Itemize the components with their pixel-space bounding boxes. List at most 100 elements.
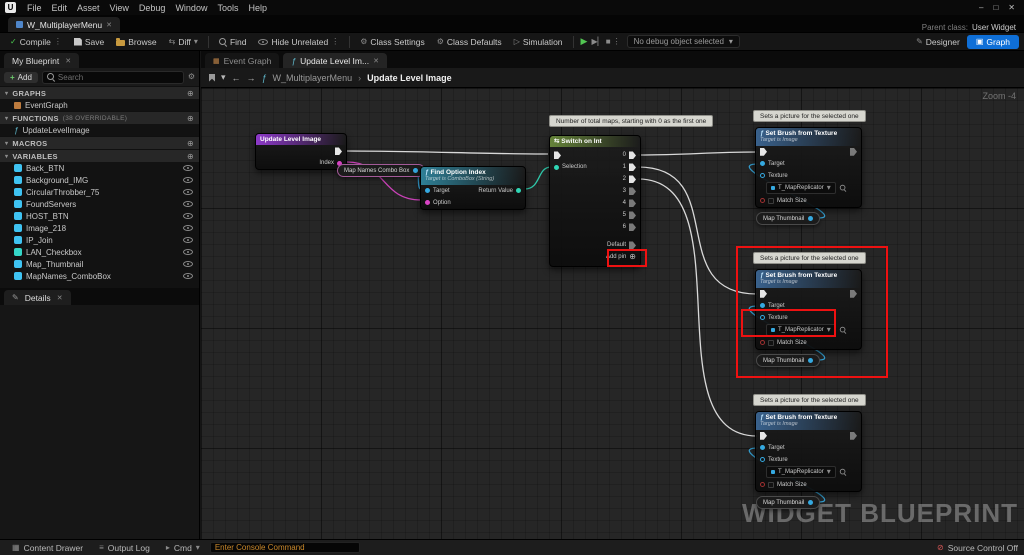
graphs-section-header[interactable]: ▾ GRAPHS ⊕ (0, 86, 199, 99)
visibility-eye-icon[interactable] (183, 177, 193, 183)
maximize-icon[interactable]: □ (993, 3, 998, 12)
graph-canvas[interactable]: Zoom -4 WIDGET BLUEPRINT Update Level Im… (201, 88, 1024, 539)
variable-row[interactable]: FoundServers (0, 198, 199, 210)
visibility-eye-icon[interactable] (183, 225, 193, 231)
texture-pin[interactable] (760, 457, 765, 462)
parent-class-value[interactable]: User Widget (972, 23, 1016, 32)
case-exec-out-pin[interactable] (629, 211, 636, 219)
option-pin[interactable] (425, 200, 430, 205)
hide-unrelated-button[interactable]: Hide Unrelated ⋮ (253, 35, 344, 49)
comment-bubble-setbrush[interactable]: Sets a picture for the selected one (753, 110, 866, 122)
diff-caret-icon[interactable]: ▾ (194, 38, 198, 46)
graph-tab-close-icon[interactable]: ✕ (373, 57, 379, 65)
match-size-checkbox[interactable] (768, 198, 774, 204)
console-command-input[interactable] (210, 542, 360, 553)
variable-row[interactable]: LAN_Checkbox (0, 246, 199, 258)
save-button[interactable]: Save (69, 35, 109, 49)
details-close-icon[interactable]: ✕ (57, 294, 63, 302)
close-icon[interactable]: ✕ (1008, 3, 1015, 12)
target-pin[interactable] (425, 188, 430, 193)
set-brush-from-texture-node-3[interactable]: ƒ Set Brush from Texture Target is Image… (755, 411, 862, 492)
find-button[interactable]: Find (214, 35, 252, 49)
diff-button[interactable]: ⇆ Diff ▾ (164, 35, 203, 49)
case-exec-out-pin[interactable] (629, 223, 636, 231)
exec-in-pin[interactable] (760, 432, 767, 440)
case-exec-out-pin[interactable] (629, 187, 636, 195)
content-drawer-button[interactable]: ▦ Content Drawer (6, 543, 89, 553)
output-log-button[interactable]: ≡ Output Log (93, 543, 156, 553)
sidebar-item-eventgraph[interactable]: EventGraph (0, 99, 199, 111)
variable-row[interactable]: Back_BTN (0, 162, 199, 174)
case-exec-out-pin[interactable] (629, 151, 636, 159)
variable-row[interactable]: Background_IMG (0, 174, 199, 186)
texture-asset-dropdown[interactable]: T_MapReplicator ▾ (766, 182, 836, 194)
collapse-caret-icon[interactable]: ▾ (5, 90, 8, 97)
bookmark-icon[interactable] (209, 74, 215, 82)
cmd-dropdown[interactable]: ▸ Cmd ▾ (160, 543, 206, 553)
details-tab[interactable]: ✎ Details ✕ (4, 290, 71, 305)
switch-case-row[interactable]: 5 (602, 209, 640, 221)
switch-case-row[interactable]: 1 (602, 161, 640, 173)
target-pin[interactable] (760, 445, 765, 450)
switch-on-int-node[interactable]: ⇆ Switch on Int Selection (549, 135, 641, 267)
macros-section-header[interactable]: ▾ MACROS ⊕ (0, 136, 199, 149)
variable-row[interactable]: MapNames_ComboBox (0, 270, 199, 282)
compile-button[interactable]: ✓ Compile ⋮ (5, 35, 67, 49)
variables-section-header[interactable]: ▾ VARIABLES ⊕ (0, 149, 199, 162)
class-settings-button[interactable]: ⚙ Class Settings (355, 35, 430, 49)
tab-update-level-image[interactable]: ƒ Update Level Im... ✕ (283, 53, 387, 68)
menu-item[interactable]: Help (243, 2, 272, 14)
menu-item[interactable]: File (22, 2, 47, 14)
texture-pin[interactable] (760, 173, 765, 178)
texture-asset-dropdown[interactable]: T_MapReplicator ▾ (766, 466, 836, 478)
browse-button[interactable]: Browse (111, 35, 161, 49)
nav-back-icon[interactable]: ← (232, 73, 241, 83)
visibility-eye-icon[interactable] (183, 249, 193, 255)
set-brush-from-texture-node-1[interactable]: ƒ Set Brush from Texture Target is Image… (755, 127, 862, 208)
asset-tab[interactable]: W_MultiplayerMenu ✕ (8, 17, 120, 32)
visibility-eye-icon[interactable] (183, 201, 193, 207)
match-size-pin[interactable] (760, 198, 765, 203)
comment-bubble-setbrush[interactable]: Sets a picture for the selected one (753, 394, 866, 406)
graph-button[interactable]: ▣ Graph (967, 35, 1019, 49)
designer-button[interactable]: ✎ Designer (911, 35, 965, 49)
visibility-eye-icon[interactable] (183, 213, 193, 219)
play-button[interactable]: ▶ (579, 37, 590, 46)
compile-options-icon[interactable]: ⋮ (54, 37, 62, 46)
exec-in-pin[interactable] (554, 151, 561, 159)
nav-forward-icon[interactable]: → (247, 73, 256, 83)
add-function-icon[interactable]: ⊕ (187, 114, 194, 123)
variable-row[interactable]: CircularThrobber_75 (0, 186, 199, 198)
exec-in-pin[interactable] (760, 148, 767, 156)
functions-section-header[interactable]: ▾ FUNCTIONS (38 OVERRIDABLE) ⊕ (0, 111, 199, 124)
tab-close-icon[interactable]: ✕ (106, 21, 112, 29)
variable-row[interactable]: IP_Join (0, 234, 199, 246)
collapse-caret-icon[interactable]: ▾ (5, 140, 8, 147)
visibility-eye-icon[interactable] (183, 189, 193, 195)
frame-skip-button[interactable]: ▶▏ (591, 38, 603, 46)
menu-item[interactable]: Tools (212, 2, 243, 14)
match-size-pin[interactable] (760, 482, 765, 487)
comment-bubble-switch[interactable]: Number of total maps, starting with 0 as… (549, 115, 713, 127)
collapse-caret-icon[interactable]: ▾ (5, 115, 8, 122)
case-exec-out-pin[interactable] (629, 163, 636, 171)
menu-item[interactable]: Asset (72, 2, 105, 14)
debug-object-dropdown[interactable]: No debug object selected ▾ (627, 35, 740, 48)
map-thumbnail-variable-node-3[interactable]: Map Thumbnail (756, 496, 820, 509)
case-exec-out-pin[interactable] (629, 175, 636, 183)
switch-case-row[interactable]: 4 (602, 197, 640, 209)
object-out-pin[interactable] (808, 216, 813, 221)
add-variable-icon[interactable]: ⊕ (187, 152, 194, 161)
sidebar-item-updatelevelimage[interactable]: ƒ UpdateLevelImage (0, 124, 199, 136)
find-option-index-node[interactable]: ƒ Find Option Index Target is ComboBox (… (420, 166, 526, 210)
add-graph-icon[interactable]: ⊕ (187, 89, 194, 98)
update-level-image-entry-node[interactable]: Update Level Image Index (255, 133, 347, 170)
switch-case-row[interactable]: 3 (602, 185, 640, 197)
add-button[interactable]: + Add (4, 72, 38, 83)
bookmark-caret-icon[interactable]: ▾ (221, 72, 226, 83)
variable-row[interactable]: Image_218 (0, 222, 199, 234)
case-exec-out-pin[interactable] (629, 199, 636, 207)
play-options-icon[interactable]: ⋮ (613, 37, 621, 46)
texture-browse-icon[interactable] (840, 469, 846, 475)
target-pin[interactable] (760, 161, 765, 166)
